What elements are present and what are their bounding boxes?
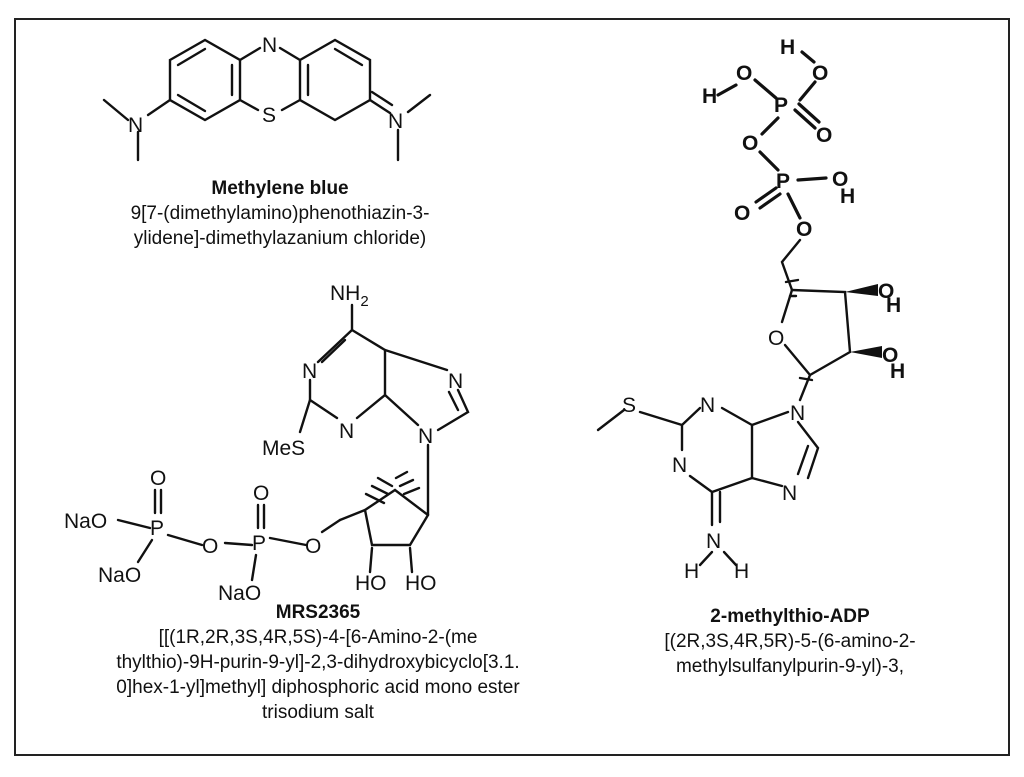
mrs-atom-nao2: NaO: [98, 564, 141, 587]
adp-atom-n9: N: [790, 402, 805, 425]
mrs-atom-nao3: NaO: [218, 582, 261, 605]
mrs2365-iupac-line: 0]hex-1-yl]methyl] diphosphoric acid mon…: [116, 677, 520, 698]
mrs2365-iupac-line: [[(1R,2R,3S,4R,5S)-4-[6-Amino-2-(me: [158, 627, 478, 648]
adp-atom-o-bridge: O: [742, 132, 758, 155]
adp-atom-o-p2-left: O: [734, 202, 750, 225]
mb-atom-n-left: N: [128, 114, 143, 137]
adp-atom-oh1-h: H: [886, 294, 901, 317]
adp-atom-o-p2-right: O: [832, 168, 848, 191]
adp-atom-o-ester: O: [796, 218, 812, 241]
mrs-atom-ho2: HO: [405, 572, 437, 595]
adp-atom-h-p2: H: [840, 185, 855, 208]
mrs-atom-p1: P: [150, 517, 164, 540]
mb-atom-n-right: N: [388, 110, 403, 133]
methylthio-adp-caption: 2-methylthio-ADP [(2R,3S,4R,5R)-5-(6-ami…: [590, 604, 990, 679]
adp-atom-h-left: H: [702, 85, 717, 108]
methylthio-adp-iupac-line: methylsulfanylpurin-9-yl)-3,: [675, 656, 905, 677]
mrs-atom-ho1: HO: [355, 572, 387, 595]
methylthio-adp-name: 2-methylthio-ADP: [710, 606, 870, 627]
methylthio-adp-iupac-line: [(2R,3S,4R,5R)-5-(6-amino-2-: [664, 631, 916, 652]
adp-atom-s: S: [622, 394, 636, 417]
methylene-blue-caption: Methylene blue 9[7-(dimethylamino)phenot…: [70, 176, 490, 251]
mrs-atom-mes: MeS: [262, 437, 305, 460]
adp-atom-nh-h1: H: [684, 560, 699, 583]
figure-frame: [14, 18, 1010, 756]
adp-atom-oh2-o: O: [882, 344, 898, 367]
mrs2365-iupac-line: trisodium salt: [262, 702, 374, 723]
mrs-atom-n1: N: [302, 360, 317, 383]
mrs2365-caption: MRS2365 [[(1R,2R,3S,4R,5S)-4-[6-Amino-2-…: [28, 600, 608, 725]
mb-atom-s: S: [262, 104, 276, 127]
methylene-blue-iupac-line: 9[7-(dimethylamino)phenothiazin-3-: [130, 203, 430, 224]
adp-atom-n3: N: [700, 394, 715, 417]
adp-atom-o-left: O: [736, 62, 752, 85]
adp-atom-h-top: H: [780, 36, 795, 59]
methylthio-adp-structure: H O H O P O O P O H O O O O H O H: [596, 36, 905, 583]
mrs-atom-n7: N: [448, 370, 463, 393]
adp-atom-o-top: O: [812, 62, 828, 85]
mb-atom-n-top: N: [262, 34, 277, 57]
adp-atom-n7: N: [782, 482, 797, 505]
mrs-atom-nao1: NaO: [64, 510, 107, 533]
methylene-blue-name: Methylene blue: [211, 178, 349, 199]
mrs-atom-nh2: NH2: [330, 282, 369, 310]
adp-atom-o-ring: O: [768, 327, 784, 350]
methylene-blue-iupac-line: ylidene]-dimethylazanium chloride): [133, 228, 427, 249]
adp-atom-n1: N: [672, 454, 687, 477]
mrs-atom-n3: N: [339, 420, 354, 443]
mrs-atom-p2: P: [252, 532, 266, 555]
mrs-atom-n9: N: [418, 425, 433, 448]
adp-atom-nh-h2: H: [734, 560, 749, 583]
adp-atom-oh2-h: H: [890, 360, 905, 383]
mrs-atom-o-p2: O: [253, 482, 269, 505]
adp-atom-o-p1-dbl: O: [816, 124, 832, 147]
mrs2365-iupac-line: thylthio)-9H-purin-9-yl]-2,3-dihydroxybi…: [116, 652, 520, 673]
mrs-atom-o-ester: O: [305, 535, 321, 558]
methylene-blue-structure: N S N N: [102, 34, 432, 162]
adp-atom-nh-n: N: [706, 530, 721, 553]
adp-atom-oh1-o: O: [878, 280, 894, 303]
mrs2365-structure: NH2 N N N N MeS HO HO O P O O P O: [64, 282, 470, 605]
mrs-atom-o-bridge: O: [202, 535, 218, 558]
adp-atom-p2: P: [776, 170, 790, 193]
mrs2365-name: MRS2365: [275, 602, 361, 623]
adp-atom-p1: P: [774, 94, 788, 117]
mrs-atom-o-p1: O: [150, 467, 166, 490]
